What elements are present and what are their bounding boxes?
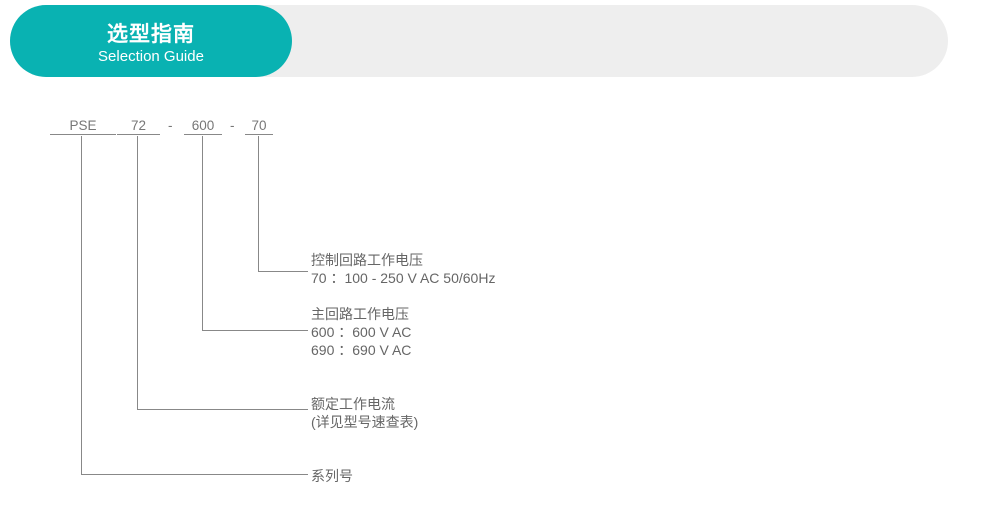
leader-line-main-voltage: [202, 136, 308, 331]
section-title: 选型指南: [107, 23, 195, 46]
code-series: PSE: [50, 117, 116, 135]
control-voltage-option: 70 ：100 - 250 V AC 50/60Hz: [311, 270, 496, 286]
series-title: 系列号: [311, 468, 353, 484]
current-note: (详见型号速查表): [311, 414, 419, 430]
leader-line-current: [137, 136, 308, 410]
section-header-pill: 选型指南 Selection Guide: [10, 5, 292, 77]
code-dash-1: -: [168, 118, 173, 133]
main-voltage-option: 690 ：690 V AC: [311, 342, 412, 358]
leader-line-series: [81, 136, 308, 475]
current-title: 额定工作电流: [311, 396, 395, 412]
leader-line-control-voltage: [258, 136, 308, 272]
section-subtitle: Selection Guide: [98, 48, 204, 65]
code-control-voltage: 70: [245, 117, 273, 135]
code-main-voltage: 600: [184, 117, 222, 135]
code-dash-2: -: [230, 118, 235, 133]
main-voltage-title: 主回路工作电压: [311, 306, 409, 322]
main-voltage-option: 600 ：600 V AC: [311, 324, 412, 340]
control-voltage-title: 控制回路工作电压: [311, 252, 423, 268]
code-current: 72: [117, 117, 160, 135]
